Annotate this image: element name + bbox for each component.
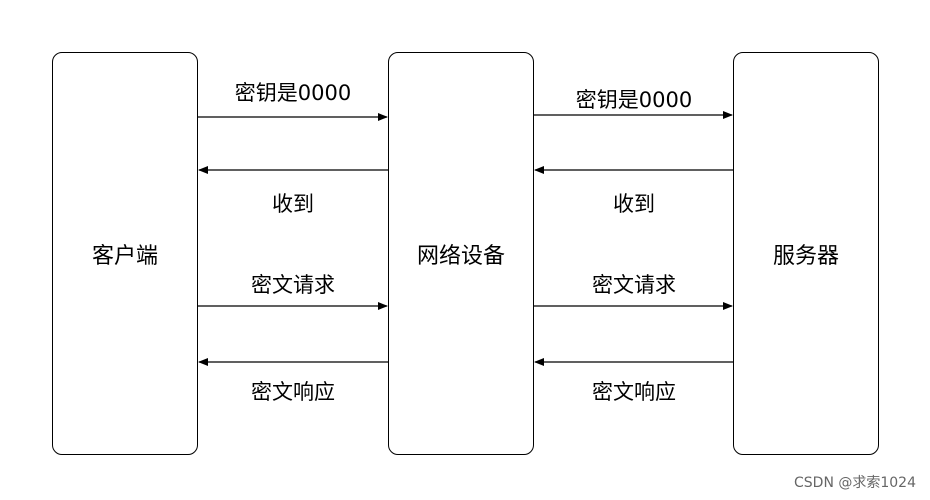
client-label: 客户端: [91, 243, 158, 269]
label-right-ack: 收到: [613, 192, 655, 216]
network-device-label: 网络设备: [416, 243, 505, 269]
label-left-ack: 收到: [272, 192, 314, 216]
label-left-key: 密钥是0000: [234, 81, 352, 105]
server-label: 服务器: [772, 243, 839, 269]
label-left-response: 密文响应: [251, 380, 335, 404]
client-node: 客户端: [52, 52, 198, 455]
network-device-node: 网络设备: [388, 52, 534, 455]
label-right-response: 密文响应: [592, 380, 676, 404]
label-left-request: 密文请求: [251, 273, 335, 297]
label-right-key: 密钥是0000: [575, 88, 693, 112]
server-node: 服务器: [733, 52, 879, 455]
watermark: CSDN @求索1024: [794, 475, 916, 491]
label-right-request: 密文请求: [592, 273, 676, 297]
